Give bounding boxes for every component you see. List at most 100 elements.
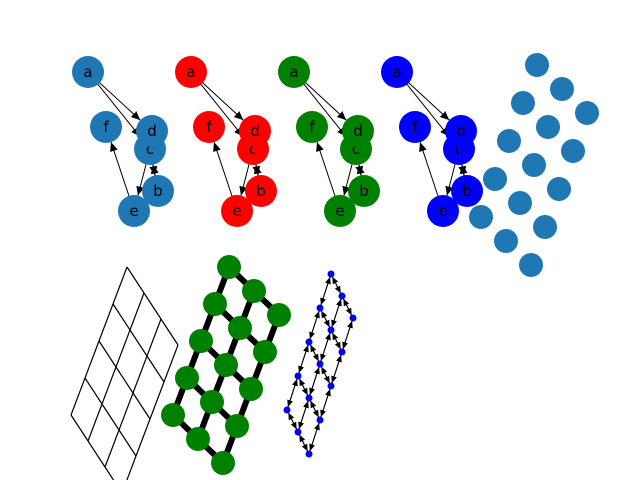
grid-node: [267, 303, 291, 327]
node-e: [427, 195, 459, 227]
grid-node: [225, 414, 249, 438]
edge-a-d: [302, 79, 347, 121]
grid-node: [511, 91, 535, 115]
grid-node: [200, 390, 224, 414]
node-a: [381, 56, 413, 88]
grid-node: [483, 167, 507, 191]
grid-edge: [320, 310, 331, 328]
edge-a-d: [405, 79, 450, 121]
grid-node: [508, 191, 532, 215]
grid-edge: [115, 329, 131, 368]
grid-node: [327, 270, 335, 278]
node-d: [136, 115, 168, 147]
node-label-f: f: [206, 118, 212, 136]
node-e: [324, 195, 356, 227]
grid-node: [186, 427, 210, 451]
grid-node: [494, 229, 518, 253]
grid-node: [294, 372, 302, 380]
grid-edge: [129, 292, 145, 331]
grid-edge: [309, 344, 320, 362]
node-b: [142, 175, 174, 207]
node-label-a: a: [186, 63, 195, 81]
edge-a-d: [199, 79, 244, 121]
node-d: [445, 115, 477, 147]
grid-edge: [87, 403, 103, 442]
grid-edge: [309, 366, 320, 396]
grid-node: [550, 77, 574, 101]
node-a: [175, 56, 207, 88]
grid-edge: [160, 318, 179, 346]
node-b: [348, 175, 380, 207]
node-f: [90, 111, 122, 143]
grid-node: [211, 451, 235, 475]
grid-edge: [331, 332, 342, 350]
node-label-d: d: [147, 122, 157, 140]
edge-a-c: [198, 81, 244, 137]
grid-edge: [149, 381, 165, 420]
node-label-d: d: [353, 122, 363, 140]
edge-c-e: [239, 160, 251, 196]
grid-edge: [118, 392, 134, 431]
grid-edge: [115, 366, 134, 394]
grid-node: [575, 101, 599, 125]
grid-edge: [112, 266, 128, 305]
node-label-c: c: [146, 140, 154, 158]
grid-edge: [143, 292, 162, 320]
node-label-f: f: [412, 118, 418, 136]
grid-node: [305, 338, 313, 346]
grid-edge: [84, 340, 100, 379]
grid-graph-green-thick: [161, 255, 291, 475]
grid-edge: [298, 434, 309, 452]
grid-node: [522, 153, 546, 177]
node-label-b: b: [256, 182, 266, 200]
grid-edge: [309, 310, 320, 340]
grid-graph-edges-only: [70, 266, 179, 480]
grid-edge: [101, 403, 120, 431]
grid-edge: [132, 355, 148, 394]
grid-node: [316, 304, 324, 312]
grid-node: [189, 329, 213, 353]
node-a: [278, 56, 310, 88]
grid-node: [283, 406, 291, 414]
grid-node: [525, 53, 549, 77]
grid-edge: [320, 366, 331, 384]
node-label-f: f: [103, 118, 109, 136]
grid-node: [161, 403, 185, 427]
node-label-a: a: [83, 63, 92, 81]
node-f: [296, 111, 328, 143]
node-label-c: c: [352, 140, 360, 158]
grid-edge: [287, 378, 298, 408]
grid-node: [497, 129, 521, 153]
grid-edge: [320, 388, 331, 418]
node-label-c: c: [249, 140, 257, 158]
grid-node: [203, 292, 227, 316]
grid-node: [214, 353, 238, 377]
edge-e-f: [213, 142, 234, 200]
edge-a-d: [96, 79, 141, 121]
grid-edge: [118, 429, 137, 457]
grid-edge: [287, 412, 298, 430]
node-label-e: e: [335, 202, 344, 220]
grid-edge: [342, 298, 353, 316]
node-f: [193, 111, 225, 143]
grid-edge: [98, 340, 117, 368]
grid-edge: [70, 377, 86, 416]
grid-node: [316, 360, 324, 368]
grid-node: [242, 279, 266, 303]
grid-edge: [146, 318, 162, 357]
grid-node: [253, 340, 277, 364]
node-label-d: d: [250, 122, 260, 140]
grid-edge: [84, 377, 103, 405]
grid-edge: [101, 366, 117, 405]
edge-e-f: [110, 142, 131, 200]
grid-edge: [331, 354, 342, 384]
grid-edge: [298, 344, 309, 374]
edge-e-f: [419, 142, 440, 200]
node-label-b: b: [462, 182, 472, 200]
grid-node: [175, 366, 199, 390]
